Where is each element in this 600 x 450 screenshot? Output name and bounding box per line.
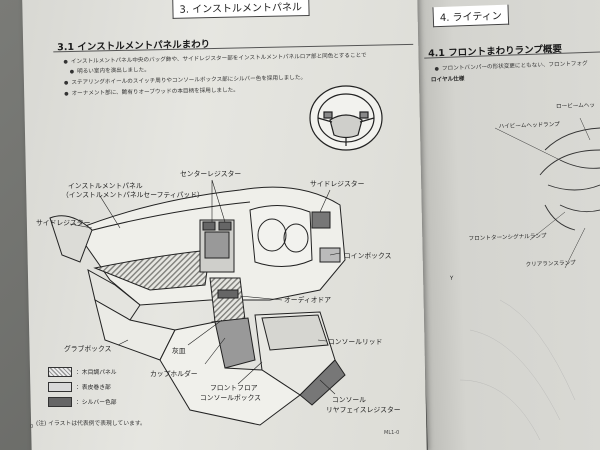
label-side-register-left: サイドレジスター	[36, 219, 91, 227]
dashboard-illustration	[49, 186, 346, 426]
label-console-rear-2: リヤフェイスレジスター	[326, 406, 401, 414]
legend-silver: ：シルバー色部	[48, 396, 117, 407]
legend-leather: ：表皮巻き部	[48, 381, 111, 392]
label-ashtray: 灰皿	[172, 347, 186, 355]
legend-wood: ：木目調パネル	[48, 366, 117, 377]
label-glove-box: グラブボックス	[64, 345, 112, 353]
label-front-floor-1: フロントフロア	[210, 384, 258, 392]
legend-silver-swatch	[48, 396, 72, 407]
footnote: (注) イラストは代表例で表現しています。	[36, 421, 146, 427]
legend-wood-label: ：木目調パネル	[76, 370, 117, 376]
label-cup-holder: カップホルダー	[150, 370, 198, 378]
label-console-rear-1: コンソール	[332, 396, 366, 404]
label-side-register-right: サイドレジスター	[310, 180, 365, 188]
legend-wood-swatch	[48, 366, 72, 377]
legend-silver-label: ：シルバー色部	[76, 400, 117, 406]
legend-leather-swatch	[48, 381, 72, 392]
label-instrument-panel: インストルメントパネル	[68, 182, 143, 190]
legend-leather-label: ：表皮巻き部	[76, 385, 111, 391]
label-front-floor-2: コンソールボックス	[200, 394, 261, 402]
label-center-register: センターレジスター	[180, 170, 242, 178]
page-number: 0	[30, 424, 34, 430]
label-coin-box: コインボックス	[344, 252, 392, 260]
label-instrument-panel-sub: （インストルメントパネルセーフティパッド）	[62, 191, 204, 199]
label-audio-door: オーディオドア	[284, 296, 332, 304]
corner-code: ML1-0	[384, 430, 400, 436]
steering-wheel-illustration	[309, 85, 383, 151]
label-console-lid: コンソールリッド	[328, 338, 383, 346]
leader-lines	[69, 179, 341, 395]
